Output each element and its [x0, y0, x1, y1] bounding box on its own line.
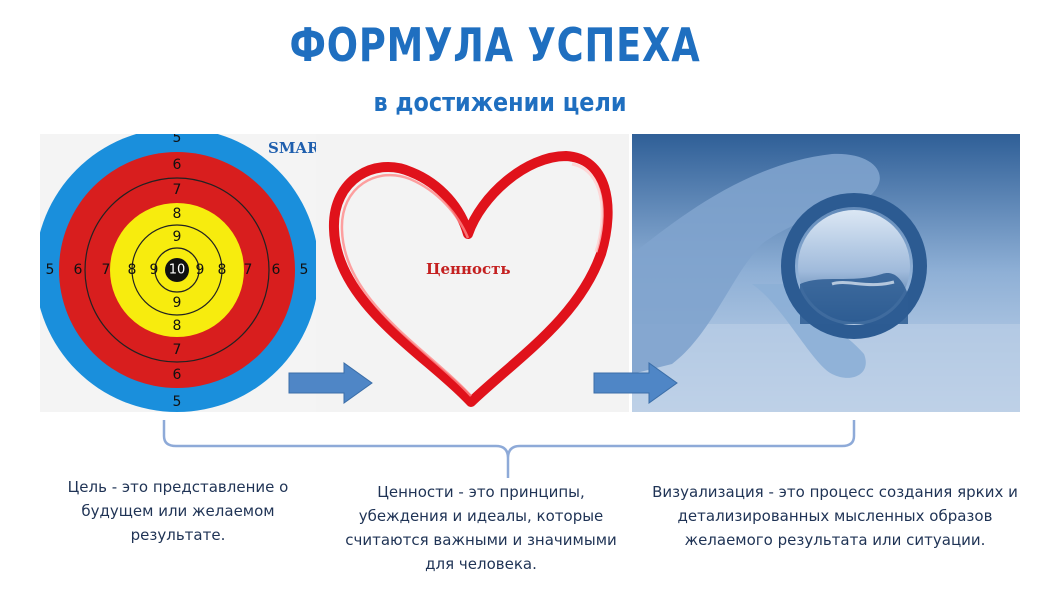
target-label: 9 [173, 229, 182, 245]
goal-description: Цель - это представление о будущем или ж… [67, 478, 289, 544]
target-label: 8 [218, 262, 227, 278]
page-title: ФОРМУЛА УСПЕХА [289, 18, 701, 72]
target-label: 5 [173, 134, 182, 146]
target-label: 8 [173, 206, 182, 222]
target-label: 7 [244, 262, 253, 278]
lens-image [632, 134, 1020, 412]
target-label: 7 [173, 182, 182, 198]
target-label: 6 [173, 157, 182, 173]
target-label: 8 [173, 318, 182, 334]
smart-label: SMART [268, 139, 331, 157]
arrow-right-icon [288, 362, 373, 404]
target-label-10: 10 [169, 263, 186, 278]
target-label: 5 [173, 394, 182, 410]
curly-brace [162, 420, 856, 478]
target-label: 6 [272, 262, 281, 278]
target-label: 9 [150, 262, 159, 278]
target-label: 8 [128, 262, 137, 278]
target-label: 6 [173, 367, 182, 383]
target-label: 5 [46, 262, 55, 278]
target-label: 7 [102, 262, 111, 278]
target-label: 9 [196, 262, 205, 278]
target-image: 10 5 6 7 8 9 9 8 7 6 5 5 6 7 8 9 9 8 7 6… [40, 134, 319, 412]
page-subtitle: в достижении цели [373, 88, 627, 118]
heart-image [328, 151, 613, 407]
target-label: 9 [173, 295, 182, 311]
target-label: 7 [173, 342, 182, 358]
target-bullseye [165, 258, 189, 282]
visualization-description: Визуализация - это процесс создания ярки… [652, 483, 1018, 549]
target-label: 6 [74, 262, 83, 278]
target-label: 5 [300, 262, 309, 278]
visualization-panel [632, 134, 1020, 412]
value-label: Ценность [426, 260, 511, 278]
arrow-right-icon [593, 362, 678, 404]
values-description: Ценности - это принципы, убеждения и иде… [345, 483, 617, 573]
